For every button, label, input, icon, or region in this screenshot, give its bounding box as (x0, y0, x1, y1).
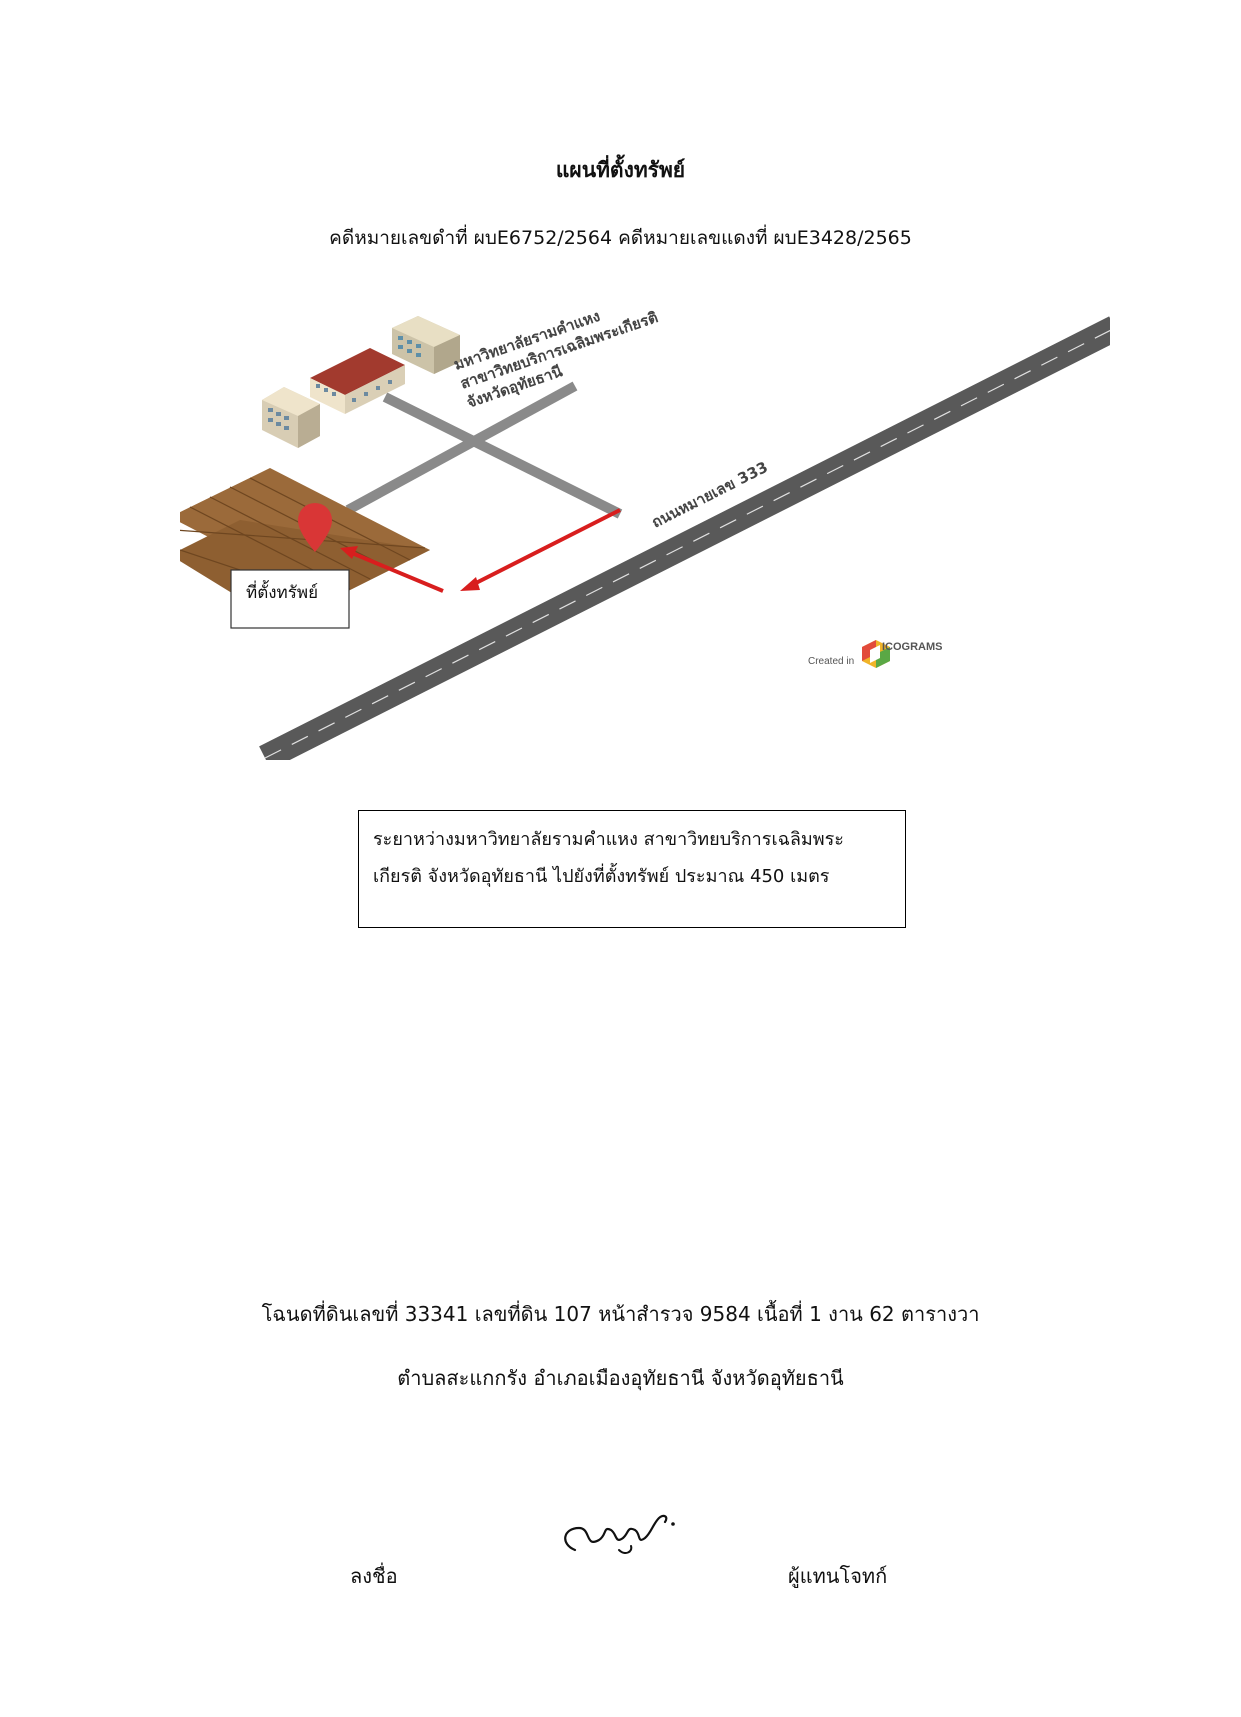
land-address-line: ตำบลสะแกกรัง อำเภอเมืองอุทัยธานี จังหวัด… (397, 1366, 844, 1390)
case-numbers: คดีหมายเลขดำที่ ผบE6752/2564 คดีหมายเลขแ… (329, 227, 912, 249)
building-icon (262, 387, 320, 448)
property-label: ที่ตั้งทรัพย์ (246, 580, 318, 603)
side-roads (345, 381, 623, 519)
building-icon (392, 316, 460, 374)
land-deed-line: โฉนดที่ดินเลขที่ 33341 เลขที่ดิน 107 หน้… (261, 1302, 980, 1326)
info-line-1: ระยาหว่างมหาวิทยาลัยรามคำแหง สาขาวิทยบริ… (373, 829, 844, 850)
arrow-icon (340, 508, 621, 593)
location-map: มหาวิทยาลัยรามคำแหง สาขาวิทยบริการเฉลิมพ… (180, 307, 1110, 760)
page-title: แผนที่ตั้งทรัพย์ (555, 158, 686, 182)
building-icon (310, 348, 405, 414)
handwritten-signature (564, 1514, 675, 1554)
main-road (259, 316, 1110, 760)
property-label-box: ที่ตั้งทรัพย์ (230, 569, 350, 629)
distance-info-box: ระยาหว่างมหาวิทยาลัยรามคำแหง สาขาวิทยบริ… (358, 810, 906, 928)
watermark-brand: ICOGRAMS (882, 641, 943, 653)
icograms-watermark: Created in ICOGRAMS (808, 640, 943, 668)
role-label: ผู้แทนโจทก์ (788, 1564, 888, 1588)
watermark-created: Created in (808, 656, 854, 667)
location-pin-icon (298, 503, 332, 552)
icograms-logo-icon (862, 640, 890, 668)
sign-label: ลงชื่อ (350, 1564, 398, 1588)
info-line-2: เกียรติ จังหวัดอุทัยธานี ไปยังที่ตั้งทรั… (373, 866, 830, 887)
